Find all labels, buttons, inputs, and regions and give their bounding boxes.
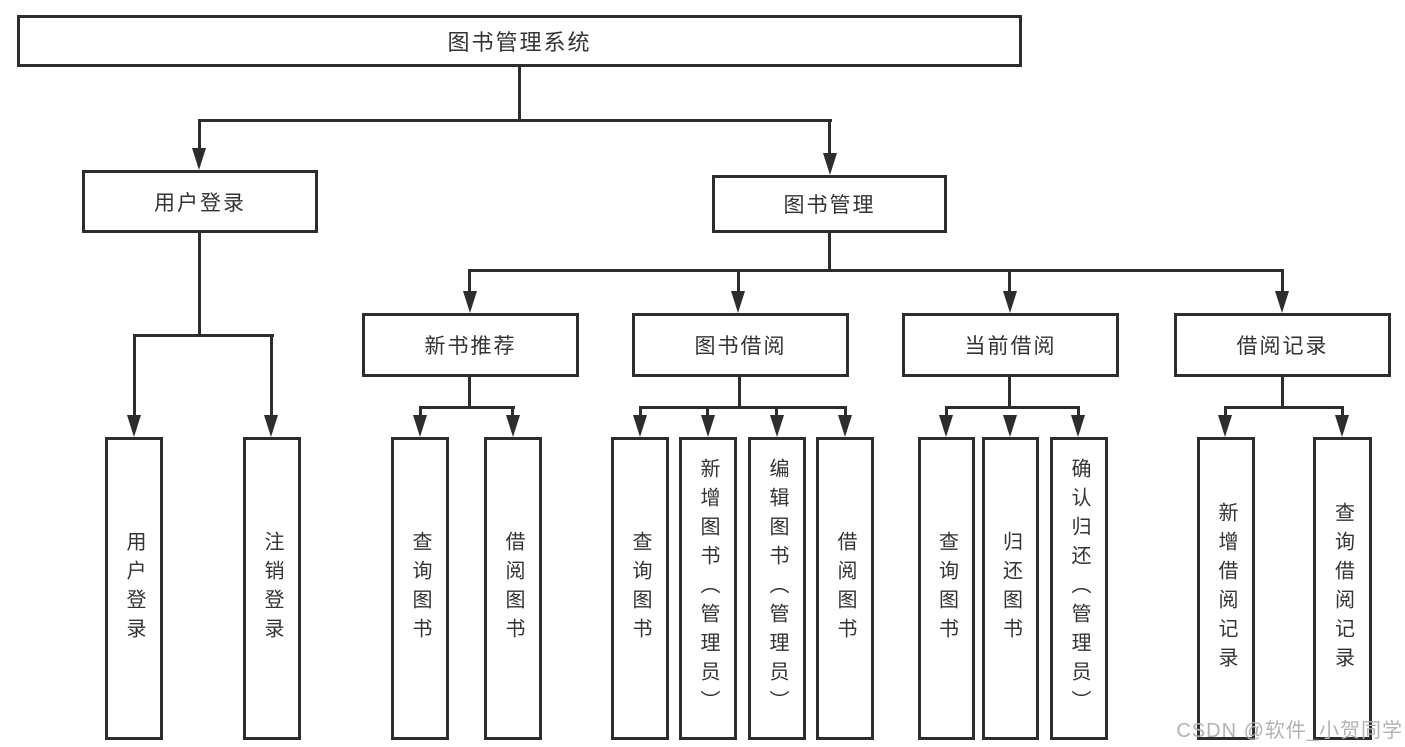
- connector-stub-book-management: [828, 119, 831, 155]
- leaf-query-books-current: 查询图书: [918, 437, 975, 740]
- leaf-label: 新增图书（管理员）: [697, 458, 719, 719]
- node-user-login: 用户登录: [82, 170, 318, 233]
- arrow-down-icon: [939, 415, 953, 437]
- leaf-borrow-books: 借阅图书: [816, 437, 874, 740]
- leaf-label: 查询图书: [629, 530, 651, 647]
- connector-stub: [844, 406, 847, 417]
- node-book-borrow-label: 图书借阅: [694, 335, 787, 358]
- arrow-down-icon: [506, 415, 520, 437]
- connector-stub: [639, 406, 642, 417]
- leaf-label: 新增借阅记录: [1215, 501, 1237, 676]
- leaf-label: 归还图书: [999, 530, 1022, 647]
- leaf-return-books: 归还图书: [982, 437, 1039, 740]
- arrow-down-icon: [413, 415, 427, 437]
- arrow-down-icon: [1003, 291, 1017, 313]
- leaf-query-books-recommend: 查询图书: [391, 437, 449, 740]
- connector-user-login-vertical: [198, 233, 201, 337]
- leaf-label: 编辑图书（管理员）: [766, 458, 788, 719]
- connector-stub: [775, 406, 778, 417]
- arrow-down-icon: [823, 153, 837, 175]
- leaf-user-login: 用户登录: [105, 437, 163, 740]
- arrow-down-icon: [463, 291, 477, 313]
- arrow-down-icon: [731, 291, 745, 313]
- leaf-add-borrow-record: 新增借阅记录: [1197, 437, 1255, 740]
- watermark-text: CSDN @软件_小贺同学: [1176, 720, 1403, 742]
- leaf-add-books-admin: 新增图书（管理员）: [679, 437, 737, 740]
- connector-vertical: [1008, 377, 1011, 409]
- connector-horizontal: [419, 406, 515, 409]
- arrow-down-icon: [1275, 291, 1289, 313]
- connector-horizontal: [1224, 406, 1344, 409]
- arrow-down-icon: [1218, 415, 1232, 437]
- leaf-label: 用户登录: [123, 530, 145, 647]
- connector-root-vertical: [518, 67, 521, 122]
- arrow-down-icon: [127, 415, 141, 437]
- connector-stub: [1008, 269, 1011, 293]
- leaf-label: 查询图书: [935, 530, 958, 647]
- node-book-borrow: 图书借阅: [632, 313, 849, 377]
- connector-stub: [133, 334, 136, 416]
- connector-horizontal: [639, 406, 847, 409]
- arrow-down-icon: [838, 415, 852, 437]
- node-root: 图书管理系统: [17, 15, 1022, 67]
- node-root-label: 图书管理系统: [447, 30, 592, 55]
- leaf-label: 借阅图书: [502, 530, 524, 647]
- connector-vertical: [1281, 377, 1284, 409]
- leaf-borrow-books-recommend: 借阅图书: [484, 437, 542, 740]
- connector-level2-horizontal: [468, 269, 1284, 272]
- node-borrow-records-label: 借阅记录: [1236, 335, 1329, 358]
- arrow-down-icon: [770, 415, 784, 437]
- connector-stub: [511, 406, 514, 417]
- node-book-management: 图书管理: [712, 175, 947, 233]
- node-current-borrow-label: 当前借阅: [964, 335, 1057, 358]
- node-new-book-recommend-label: 新书推荐: [424, 335, 517, 358]
- leaf-edit-books-admin: 编辑图书（管理员）: [748, 437, 806, 740]
- connector-level1-horizontal: [198, 119, 832, 122]
- connector-stub: [945, 406, 948, 417]
- node-user-login-label: 用户登录: [154, 191, 246, 215]
- leaf-confirm-return-admin: 确认归还（管理员）: [1050, 437, 1108, 740]
- node-borrow-records: 借阅记录: [1174, 313, 1391, 377]
- connector-stub: [706, 406, 709, 417]
- leaf-logout: 注销登录: [243, 437, 301, 740]
- connector-book-management-vertical: [828, 233, 831, 272]
- arrow-down-icon: [1071, 415, 1085, 437]
- arrow-down-icon: [264, 415, 278, 437]
- leaf-query-borrow-record: 查询借阅记录: [1313, 437, 1372, 740]
- node-current-borrow: 当前借阅: [902, 313, 1119, 377]
- arrow-down-icon: [1335, 415, 1349, 437]
- leaf-label: 借阅图书: [834, 530, 856, 647]
- connector-stub: [419, 406, 422, 417]
- arrow-down-icon: [701, 415, 715, 437]
- connector-stub: [468, 269, 471, 293]
- connector-vertical: [468, 377, 471, 409]
- connector-stub-user-login: [198, 119, 201, 150]
- connector-stub: [1077, 406, 1080, 417]
- connector-stub: [1224, 406, 1227, 417]
- connector-stub: [1341, 406, 1344, 417]
- arrow-down-icon: [1003, 415, 1017, 437]
- connector-stub: [270, 334, 273, 416]
- connector-user-login-horizontal: [133, 334, 274, 337]
- leaf-label: 确认归还（管理员）: [1068, 458, 1090, 719]
- arrow-down-icon: [633, 415, 647, 437]
- node-book-management-label: 图书管理: [783, 194, 876, 217]
- connector-stub: [737, 269, 740, 293]
- leaf-query-books-borrow: 查询图书: [611, 437, 669, 740]
- leaf-label: 注销登录: [261, 530, 283, 647]
- leaf-label: 查询借阅记录: [1331, 501, 1354, 676]
- arrow-down-icon: [192, 148, 206, 170]
- connector-vertical: [738, 377, 741, 409]
- connector-stub: [1281, 269, 1284, 293]
- node-new-book-recommend: 新书推荐: [362, 313, 579, 377]
- connector-horizontal: [945, 406, 1080, 409]
- leaf-label: 查询图书: [409, 530, 431, 647]
